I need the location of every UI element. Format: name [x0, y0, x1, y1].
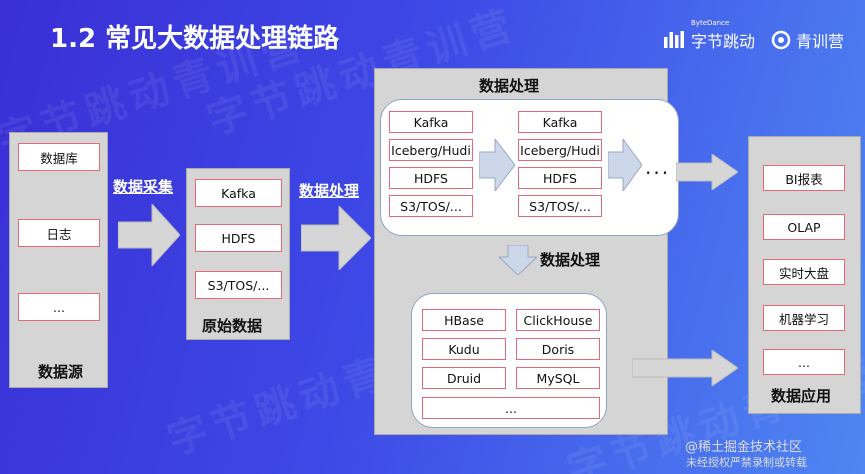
olap-item: HBase: [422, 309, 506, 331]
stage2-item: Iceberg/Hudi: [518, 139, 602, 161]
collect-label: 数据采集: [113, 178, 174, 196]
source-panel: 数据库 日志 ... 数据源: [9, 132, 108, 388]
app-item: ...: [763, 349, 845, 375]
processing-panel: 数据处理 Kafka Iceberg/Hudi HDFS S3/TOS/... …: [374, 68, 679, 435]
stage-more: ...: [645, 155, 671, 179]
bytedance-logo: ByteDance 字节跳动: [664, 19, 756, 52]
app-item: 实时大盘: [763, 259, 845, 285]
processing-title: 数据处理: [479, 77, 540, 95]
down-label: 数据处理: [540, 251, 601, 269]
down-arrow: [499, 245, 537, 275]
raw-data-panel: Kafka HDFS S3/TOS/... 原始数据: [186, 168, 290, 340]
footer-credit: @稀土掘金技术社区: [685, 440, 803, 455]
source-item: 日志: [18, 219, 100, 247]
stage2-item: Kafka: [518, 111, 602, 133]
olap-item: ...: [422, 397, 600, 419]
source-item: ...: [18, 293, 100, 321]
app-item: OLAP: [763, 214, 845, 240]
raw-label: 原始数据: [202, 317, 263, 335]
footer-notice: 未经授权严禁录制或转载: [686, 456, 807, 469]
olap-item: Druid: [422, 367, 506, 389]
olap-item: ClickHouse: [516, 309, 600, 331]
stage1-item: Iceberg/Hudi: [389, 139, 473, 161]
raw-item: HDFS: [195, 224, 282, 252]
bytedance-icon: [664, 31, 684, 48]
bytedance-label: 字节跳动: [691, 32, 756, 51]
stage2-item: HDFS: [518, 167, 602, 189]
source-item: 数据库: [18, 143, 100, 171]
qingxun-logo: 青训营: [771, 28, 844, 52]
page-title: 1.2 常见大数据处理链路: [50, 24, 340, 54]
collect-arrow: [118, 204, 180, 266]
process-label: 数据处理: [299, 182, 360, 200]
process-arrow: [301, 206, 371, 270]
qingxun-icon: [771, 30, 791, 50]
to-apps-arrow-top: [676, 154, 738, 190]
stage1-item: HDFS: [389, 167, 473, 189]
raw-item: S3/TOS/...: [195, 271, 282, 299]
bytedance-small-label: ByteDance: [691, 19, 730, 27]
olap-item: Doris: [516, 338, 600, 360]
app-item: BI报表: [763, 165, 845, 191]
stage-arrow: [479, 139, 515, 191]
olap-item: MySQL: [516, 367, 600, 389]
raw-item: Kafka: [195, 179, 282, 207]
stage1-item: Kafka: [389, 111, 473, 133]
to-apps-arrow-bottom: [632, 350, 738, 386]
stage1-item: S3/TOS/...: [389, 195, 473, 217]
applications-panel: BI报表 OLAP 实时大盘 机器学习 ... 数据应用: [748, 136, 861, 414]
stage2-item: S3/TOS/...: [518, 195, 602, 217]
source-label: 数据源: [38, 363, 84, 381]
stage-arrow: [608, 139, 642, 191]
olap-item: Kudu: [422, 338, 506, 360]
apps-label: 数据应用: [771, 387, 832, 405]
app-item: 机器学习: [763, 305, 845, 331]
qingxun-label: 青训营: [796, 32, 845, 51]
